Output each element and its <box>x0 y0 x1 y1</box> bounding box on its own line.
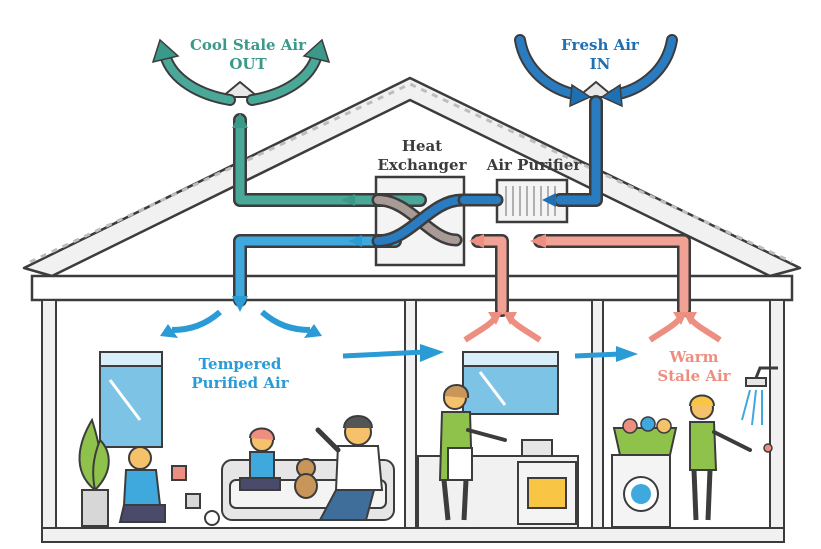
shower-head <box>741 366 778 453</box>
house-walls <box>41 299 785 543</box>
air-purifier-label: Air Purifier <box>478 156 590 175</box>
fresh-air-label: Fresh Air IN <box>550 36 650 74</box>
plant <box>78 417 110 527</box>
woman-cooking <box>438 384 507 521</box>
cool-stale-air-label: Cool Stale Air OUT <box>178 36 318 74</box>
tempered-air-label: Tempered Purified Air <box>170 355 310 393</box>
heat-exchanger-flow <box>371 193 504 248</box>
girl-on-sofa <box>239 427 281 491</box>
warm-stale-air-duct <box>469 234 691 317</box>
woman-showering <box>689 394 752 521</box>
fresh-air-line2: IN <box>589 55 611 73</box>
warm-stale-air-line1: Warm <box>669 348 719 366</box>
tempered-air-line1: Tempered <box>198 355 282 373</box>
window-living-room <box>99 351 163 448</box>
tempered-air-duct <box>232 234 402 312</box>
cool-stale-air-line2: OUT <box>229 55 267 73</box>
heat-exchanger-label: Heat Exchanger <box>372 137 472 175</box>
roof-vent-out <box>219 80 261 98</box>
fresh-air-line1: Fresh Air <box>561 36 639 54</box>
window-kitchen <box>462 351 559 415</box>
room-intake-arrows <box>160 309 722 343</box>
tempered-air-line2: Purified Air <box>191 374 289 392</box>
cool-stale-out-arrows <box>151 38 331 106</box>
heat-exchanger-line2: Exchanger <box>377 156 467 174</box>
fresh-air-duct <box>542 95 603 207</box>
teddy-bear <box>294 458 318 499</box>
heat-exchanger-line1: Heat <box>401 137 443 155</box>
laundry-basket <box>612 416 678 456</box>
man-on-sofa <box>315 415 384 521</box>
transfer-arrows <box>342 344 638 362</box>
cool-stale-air-duct <box>232 113 427 207</box>
child-playing <box>118 446 220 526</box>
warm-stale-air-label: Warm Stale Air <box>644 348 744 386</box>
heat-exchanger-unit <box>374 175 466 267</box>
cool-stale-air-line1: Cool Stale Air <box>189 36 307 54</box>
fresh-air-in-arrows <box>514 34 678 108</box>
air-purifier-line1: Air Purifier <box>486 156 582 174</box>
washing-machine <box>611 454 671 528</box>
warm-stale-air-line2: Stale Air <box>657 367 731 385</box>
